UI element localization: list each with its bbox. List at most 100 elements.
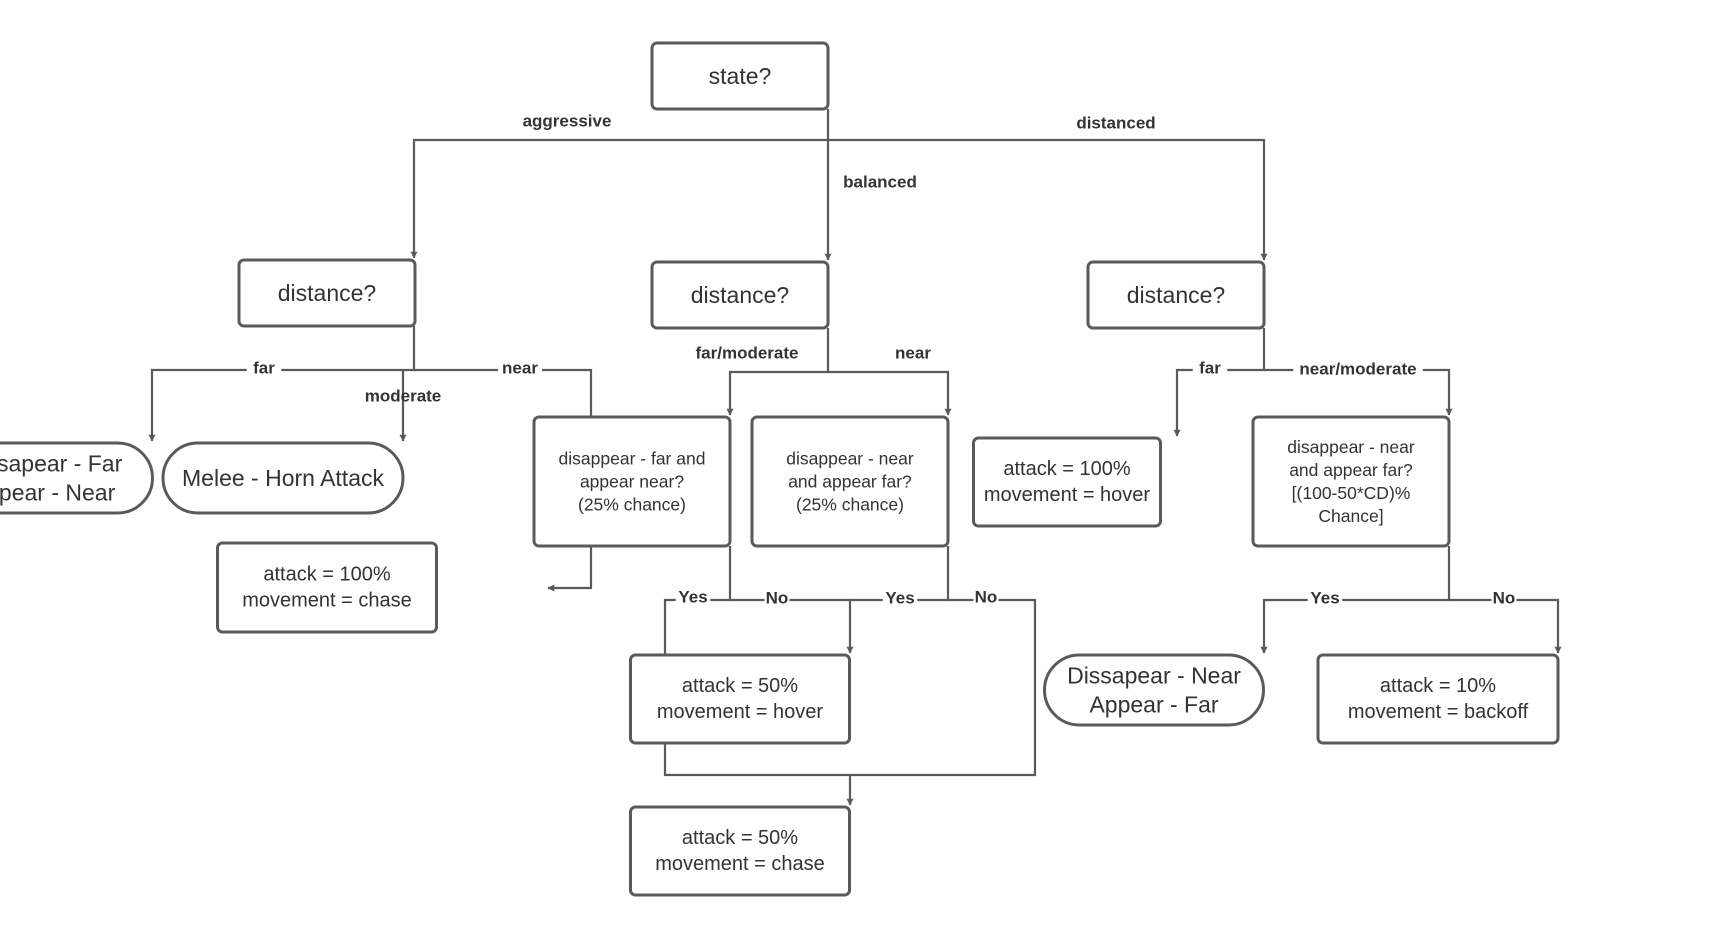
state-question-node-shape [650,41,830,111]
distance-distanced-node-text-0: distance? [1127,282,1225,308]
edge-label-background [764,587,790,609]
distance-balanced-node-text-0: distance? [691,282,789,308]
disappear-near-question-distanced-node-text-0: disappear - near [1287,437,1415,457]
edge-label-text: far [1199,359,1221,378]
edge-label-dist-far: far [1192,357,1228,379]
edge-label-bal-q1-yes: Yes [675,586,711,608]
disappear-near-question-balanced-node-text-2: (25% chance) [796,495,904,515]
edge-distanced-q-no [1449,598,1562,654]
edge-label-background [1192,357,1228,379]
disappear-near-question-distanced-node-text-2: [(100-50*CD)% [1292,483,1411,503]
edge-distanced-q-yes [1260,546,1451,654]
edge-label-dist-q-yes: Yes [1307,587,1343,609]
distance-balanced-node-shape [650,260,830,330]
distance-balanced-node: distance? [650,260,830,330]
edge-label-text: near [502,359,538,378]
disappear-near-question-balanced-node-text-1: and appear far? [788,472,912,492]
dissapear-near-appear-far-node-text-0: Dissapear - Near [1067,663,1241,689]
nodes: state? distance? distance? distance? Dissape… [0,41,1560,897]
edge-label-background [1293,358,1423,380]
edge-label-background [246,357,282,379]
edge-label-text: No [1493,589,1516,608]
distanced-far-action-node-text-0: attack = 100% [1003,458,1131,480]
backoff-action-node: attack = 10% movement = backoff [1316,653,1560,745]
edge-label-bal-q1-no: No [764,587,790,609]
dissapear-near-appear-far-node-shape [1043,653,1265,727]
disappear-far-question-node-text-0: disappear - far and [559,449,706,469]
edge-labels: aggressive balanced distanced far moderate ne… [246,112,1517,609]
balanced-chase-action-node-text-1: movement = chase [655,853,825,875]
distanced-far-action-node-text-1: movement = hover [984,484,1151,506]
balanced-hover-action-node-shape [629,653,851,745]
edge-balanced-q2-no [850,598,1037,777]
edge-label-text: balanced [843,173,917,192]
edge-label-text: Yes [1310,589,1339,608]
edge-label-text: distanced [1076,114,1155,133]
edge-label-background [1307,587,1343,609]
aggressive-near-action-node-text-1: movement = chase [242,590,412,612]
edge-label-bal-near: near [895,344,931,363]
edge-label-text: far [253,359,275,378]
edge-label-background [973,586,999,608]
disappear-near-question-distanced-node-shape [1251,415,1451,548]
distance-aggressive-node-text-0: distance? [278,280,376,306]
edge-label-text: No [975,588,998,607]
edge-label-text: near [895,344,931,363]
edge-label-balanced: balanced [843,173,917,192]
edge-aggressive-far [148,326,416,442]
disappear-near-question-balanced-node: disappear - near and appear far? (25% chan… [750,415,950,548]
edge-balanced-q1-no [730,598,854,654]
edge-label-bal-far-moderate: far/moderate [696,344,799,363]
dissapear-far-appear-near-node-shape [0,441,154,515]
balanced-hover-action-node-text-0: attack = 50% [682,675,798,697]
distance-distanced-node-shape [1086,260,1266,330]
disappear-far-question-node-text-1: appear near? [580,472,684,492]
state-question-node: state? [650,41,830,111]
edge-label-background [498,357,542,379]
distance-aggressive-node: distance? [237,258,417,328]
edge-label-text: far/moderate [696,344,799,363]
dissapear-near-appear-far-node-text-1: Appear - Far [1089,692,1218,718]
balanced-chase-action-node: attack = 50% movement = chase [629,805,851,897]
edge-label-text: moderate [365,387,442,406]
disappear-far-question-node-shape [532,415,732,548]
edge-balanced-near [828,370,952,416]
edge-state-distanced [828,138,1268,261]
distance-aggressive-node-shape [237,258,417,328]
edge-label-text: Yes [885,589,914,608]
aggressive-near-action-node-text-0: attack = 100% [263,564,391,586]
melee-horn-attack-node-shape [161,441,405,515]
edge-label-background [1491,587,1517,609]
backoff-action-node-text-0: attack = 10% [1380,675,1496,697]
balanced-hover-action-node-text-1: movement = hover [657,701,824,723]
dissapear-far-appear-near-node: Dissapear - FarAppear - Near [0,441,154,515]
edge-label-bal-q2-yes: Yes [882,587,918,609]
backoff-action-node-text-1: movement = backoff [1348,701,1529,723]
edge-label-agg-near: near [498,357,542,379]
disappear-near-question-balanced-node-text-0: disappear - near [786,449,914,469]
edge-balanced-far-moderate [726,328,830,416]
melee-horn-attack-node: Melee - Horn Attack [161,441,405,515]
edge-label-distanced: distanced [1076,114,1155,133]
distance-distanced-node: distance? [1086,260,1266,330]
edge-label-text: aggressive [523,112,612,131]
dissapear-far-appear-near-node-text-1: Appear - Near [0,480,116,506]
balanced-chase-action-node-text-0: attack = 50% [682,827,798,849]
edge-label-text: Yes [678,588,707,607]
edge-label-bal-q2-no: No [973,586,999,608]
aggressive-near-action-node-shape [216,541,438,634]
balanced-hover-action-node: attack = 50% movement = hover [629,653,851,745]
edge-label-background [882,587,918,609]
disappear-near-question-balanced-node-shape [750,415,950,548]
edge-label-agg-far: far [246,357,282,379]
backoff-action-node-shape [1316,653,1560,745]
balanced-chase-action-node-shape [629,805,851,897]
disappear-near-question-distanced-node-text-3: Chance] [1318,506,1383,526]
edge-state-aggressive [410,109,830,259]
dissapear-far-appear-near-node-text-0: Dissapear - Far [0,451,123,477]
edge-label-dist-near-moderate: near/moderate [1293,358,1423,380]
edge-label-aggressive: aggressive [523,112,612,131]
edge-label-text: near/moderate [1299,360,1416,379]
